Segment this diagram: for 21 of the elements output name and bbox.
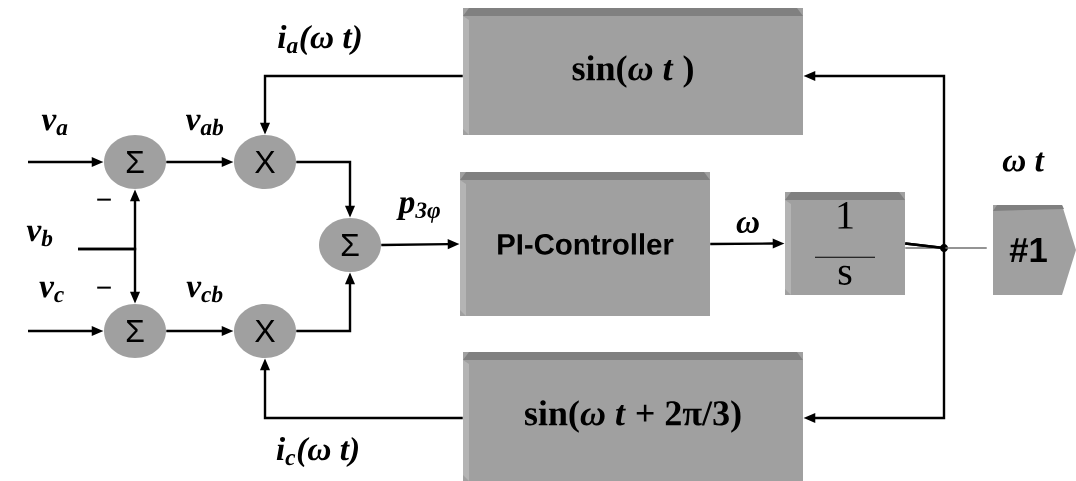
edge-label: i$_{c}$(ω t) <box>276 436 358 468</box>
summing-junction: Σ <box>104 135 166 189</box>
summing-junction: Σ <box>104 304 166 358</box>
edge-label: p$_{3φ}$ <box>396 197 440 223</box>
function-block: PI-Controller <box>460 172 710 316</box>
edge-label: ω <box>736 217 759 233</box>
function-block: sin(ω t ) <box>463 8 803 135</box>
signal-label: v$_{b}$ <box>26 225 53 247</box>
signal-label: ω t <box>1002 152 1045 172</box>
output-port: #1 <box>993 205 1076 295</box>
connector-line <box>904 247 988 249</box>
function-block: sin(ω t + 2π/3) <box>463 352 803 481</box>
edge-label: i$_{a}$(ω t) <box>278 24 361 56</box>
edge-label: v$_{c}$ <box>39 281 64 303</box>
minus-sign: − <box>97 198 111 201</box>
minus-sign: − <box>97 286 111 289</box>
function-block: 1 s <box>785 192 905 295</box>
edge-label: v$_{ab}$ <box>185 114 224 136</box>
edge-label: v$_{a}$ <box>41 114 68 136</box>
edge-label: v$_{cb}$ <box>186 281 223 303</box>
summing-junction: Σ <box>319 218 381 272</box>
